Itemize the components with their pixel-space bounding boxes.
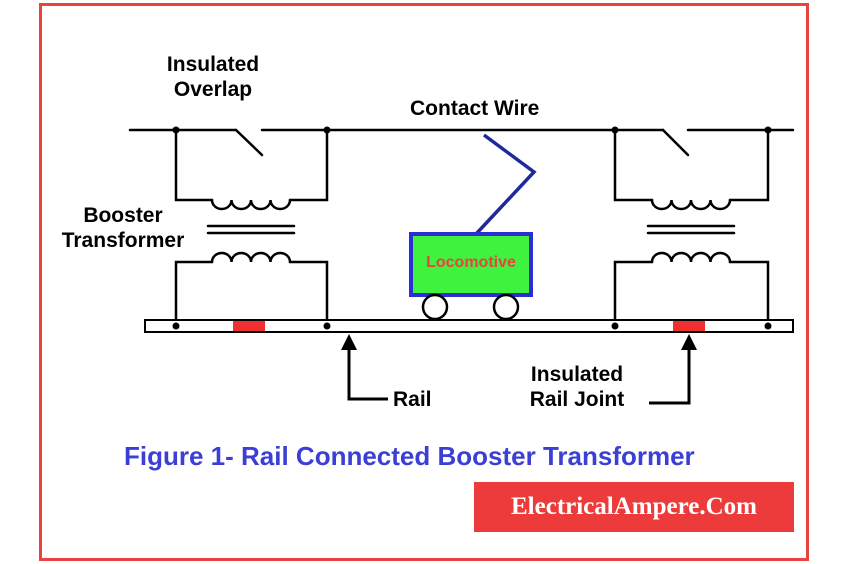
rail-junctions bbox=[172, 322, 772, 330]
contact-wire-label: Contact Wire bbox=[410, 97, 540, 120]
booster-transformer-label: Booster Transformer bbox=[48, 203, 198, 253]
booster-transformer-right bbox=[613, 128, 770, 327]
booster-line2: Transformer bbox=[61, 229, 185, 252]
rail-arrow-head bbox=[341, 334, 357, 350]
pantograph bbox=[474, 133, 537, 236]
rail-arrow bbox=[347, 345, 388, 401]
wire-junctions bbox=[172, 126, 772, 134]
rail bbox=[144, 319, 794, 333]
insulated-overlap-line2: Overlap bbox=[173, 78, 253, 101]
rail-joint-line1: Insulated bbox=[530, 363, 624, 386]
booster-line1: Booster bbox=[83, 204, 163, 227]
rail-joint-line2: Rail Joint bbox=[529, 388, 625, 411]
locomotive-label: Locomotive bbox=[426, 254, 516, 271]
booster-transformer-left bbox=[174, 128, 329, 327]
insulated-overlap-right bbox=[661, 128, 690, 157]
insulated-overlap-line1: Insulated bbox=[166, 53, 260, 76]
locomotive bbox=[409, 232, 533, 321]
brand-banner: ElectricalAmpere.Com bbox=[474, 482, 794, 532]
rail-joint-arrow-head bbox=[681, 334, 697, 350]
insulated-rail-joint-label: Insulated Rail Joint bbox=[512, 362, 642, 412]
locomotive-wheel-left bbox=[421, 293, 449, 321]
locomotive-wheel-right bbox=[492, 293, 520, 321]
insulated-rail-joint-left bbox=[233, 321, 265, 331]
figure-caption: Figure 1- Rail Connected Booster Transfo… bbox=[124, 441, 695, 471]
figure-frame bbox=[39, 3, 809, 561]
insulated-overlap-left bbox=[234, 128, 264, 157]
insulated-rail-joint-right bbox=[673, 321, 705, 331]
rail-label: Rail bbox=[393, 388, 432, 411]
insulated-overlap-label: Insulated Overlap bbox=[148, 52, 278, 102]
rail-joint-arrow bbox=[649, 345, 691, 405]
